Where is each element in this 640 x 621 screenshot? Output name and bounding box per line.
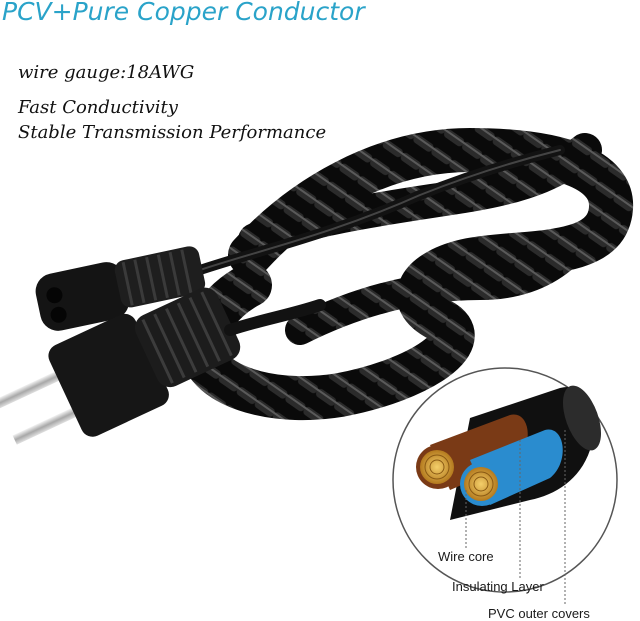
feature-text-1: Fast Conductivity — [18, 97, 178, 118]
headline-title: PCV+Pure Copper Conductor — [2, 0, 365, 26]
label-pvc-outer-cover: PVC outer covers — [488, 606, 590, 621]
label-insulating-layer: Insulating Layer — [452, 579, 544, 594]
label-wire-core: Wire core — [438, 549, 494, 564]
two-prong-plug — [0, 287, 241, 445]
feature-text-2: Stable Transmission Performance — [18, 122, 327, 143]
coiled-cord — [180, 127, 633, 421]
wire-gauge-text: wire gauge:18AWG — [18, 62, 195, 83]
figure-8-connector — [35, 246, 206, 331]
cable-cross-section — [392, 367, 618, 604]
